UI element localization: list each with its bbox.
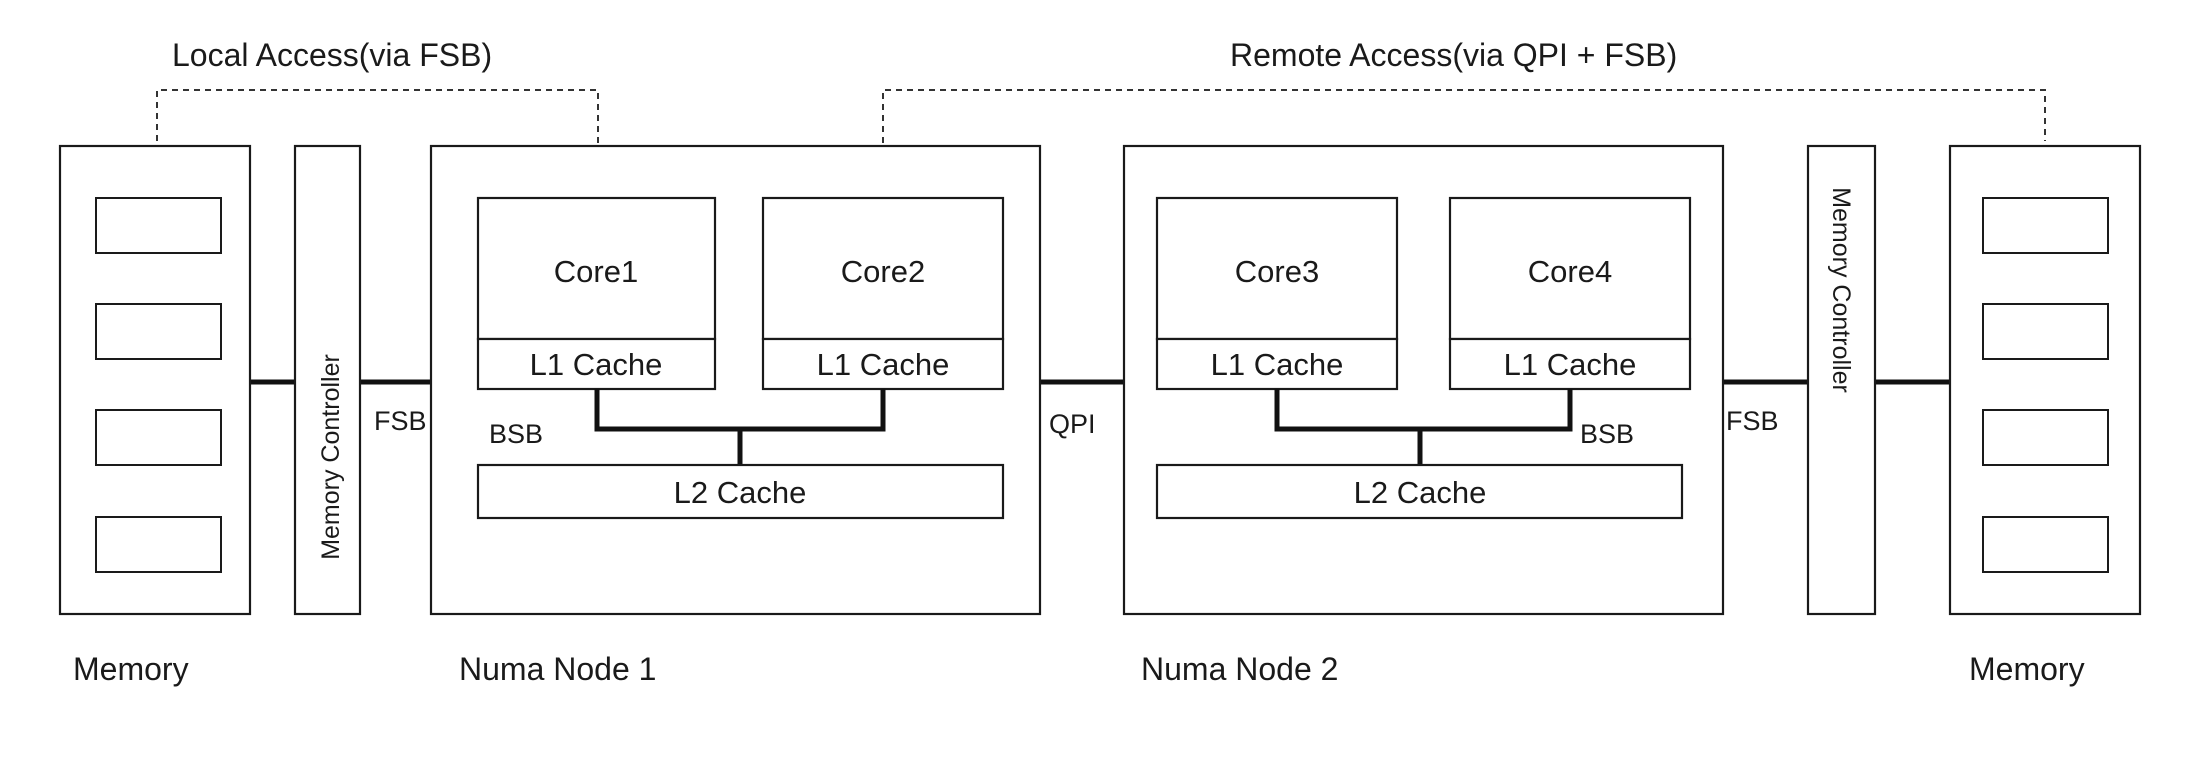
remote-access-label: Remote Access(via QPI + FSB) [1230,37,1677,73]
memory-left-slot [95,197,222,254]
memory-controller-right-label: Memory Controller [1827,187,1855,393]
core4-label: Core4 [1528,254,1612,289]
node-1-l2-cache-label: L2 Cache [674,475,807,510]
core4-l1-cache-box [1448,337,1692,391]
core1-box [476,196,717,341]
core3-l1-cache-label: L1 Cache [1211,347,1344,382]
core1-l1-cache-label: L1 Cache [530,347,663,382]
core2-box [761,196,1005,341]
node-2-l2-cache-box [1155,463,1684,520]
memory-left-label: Memory [73,651,189,687]
local-access-path [156,89,599,198]
core1-l1-cache-box [476,337,717,391]
qpi-label: QPI [1049,409,1096,439]
memory-controller-left-label: Memory Controller [317,354,345,560]
memory-controller-left-box [293,144,362,616]
local-access-label: Local Access(via FSB) [172,37,492,73]
core1-label: Core1 [554,254,638,289]
core2-l1-cache-label: L1 Cache [817,347,950,382]
memory-right-slot [1982,303,2109,360]
numa-node-1-label: Numa Node 1 [459,651,656,687]
node-2-l2-cache-label: L2 Cache [1354,475,1487,510]
memory-left-slot [95,303,222,360]
memory-left-slot [95,409,222,466]
memory-right-slot [1982,409,2109,466]
core4-l1-cache-label: L1 Cache [1504,347,1637,382]
core2-l1-cache-box [761,337,1005,391]
memory-controller-right-box [1806,144,1877,616]
memory-right-slot [1982,197,2109,254]
numa-node-2-label: Numa Node 2 [1141,651,1338,687]
fsb-right-label: FSB [1726,406,1779,436]
bsb-label-node-2: BSB [1580,419,1634,449]
memory-right-label: Memory [1969,651,2085,687]
memory-left-slot [95,516,222,573]
core4-box [1448,196,1692,341]
core2-label: Core2 [841,254,925,289]
core3-label: Core3 [1235,254,1319,289]
node-1-l2-cache-box [476,463,1005,520]
bsb-bus-node-2 [1274,389,1573,432]
bsb-label-node-1: BSB [489,419,543,449]
fsb-left-label: FSB [374,406,427,436]
core3-l1-cache-box [1155,337,1399,391]
memory-right-slot [1982,516,2109,573]
